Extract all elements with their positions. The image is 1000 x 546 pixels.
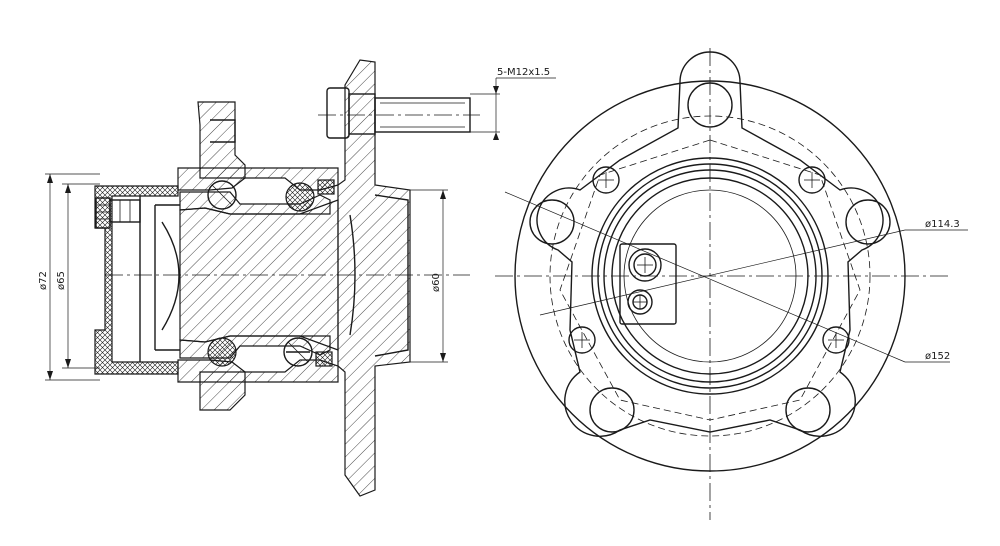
seal-upper [317, 179, 335, 195]
dim-pcd-114-3: ø114.3 [925, 219, 960, 230]
flange-outer-circle [514, 80, 906, 472]
leader-152 [504, 191, 906, 363]
cap-cavity [154, 204, 180, 351]
ball-inner-lower [207, 337, 237, 367]
abs-sensor-plug [109, 199, 141, 223]
wheel-stud [318, 87, 480, 139]
knuckle-bolt-holes [529, 82, 891, 433]
hub-ring-1 [597, 163, 823, 389]
front-view: ø114.3 ø152 [495, 48, 968, 520]
hub-spindle [179, 199, 339, 351]
lug-bolt-hole [210, 119, 236, 143]
section-dimensions: ø72 ø65 ø60 5-M12x1.5 [38, 67, 556, 381]
dim-bore-72: ø72 [38, 271, 49, 290]
hub-outer-circle [591, 157, 829, 395]
outer-ring-lower [177, 359, 339, 383]
leader-114-3 [539, 229, 906, 316]
dim-bore-65: ø65 [56, 271, 67, 290]
hub-ring-2 [603, 169, 817, 383]
bore-curve [349, 214, 356, 336]
outer-ring-upper [177, 167, 339, 191]
abs-cap [94, 185, 179, 375]
ball-outer-lower [283, 337, 313, 367]
ball-inner-upper [207, 180, 237, 210]
cap-inner-curve [161, 221, 180, 331]
stud-holes [568, 166, 850, 354]
pilot-step [374, 194, 409, 357]
inner-dashed-profile [559, 139, 861, 421]
hub-bore [611, 177, 809, 375]
abs-sensor-bracket [619, 243, 677, 325]
knuckle-upper-lug [197, 101, 246, 179]
section-view [94, 59, 480, 497]
bolt-circle-dashed [549, 115, 871, 437]
seal-lower [315, 351, 333, 367]
dim-pilot-60: ø60 [431, 273, 442, 292]
flange-lobed-outline [536, 51, 884, 437]
hub-pilot [623, 189, 797, 363]
dim-stud-thread: 5-M12x1.5 [497, 67, 550, 78]
ball-outer-upper [285, 182, 315, 212]
dim-flange-152: ø152 [925, 351, 950, 362]
